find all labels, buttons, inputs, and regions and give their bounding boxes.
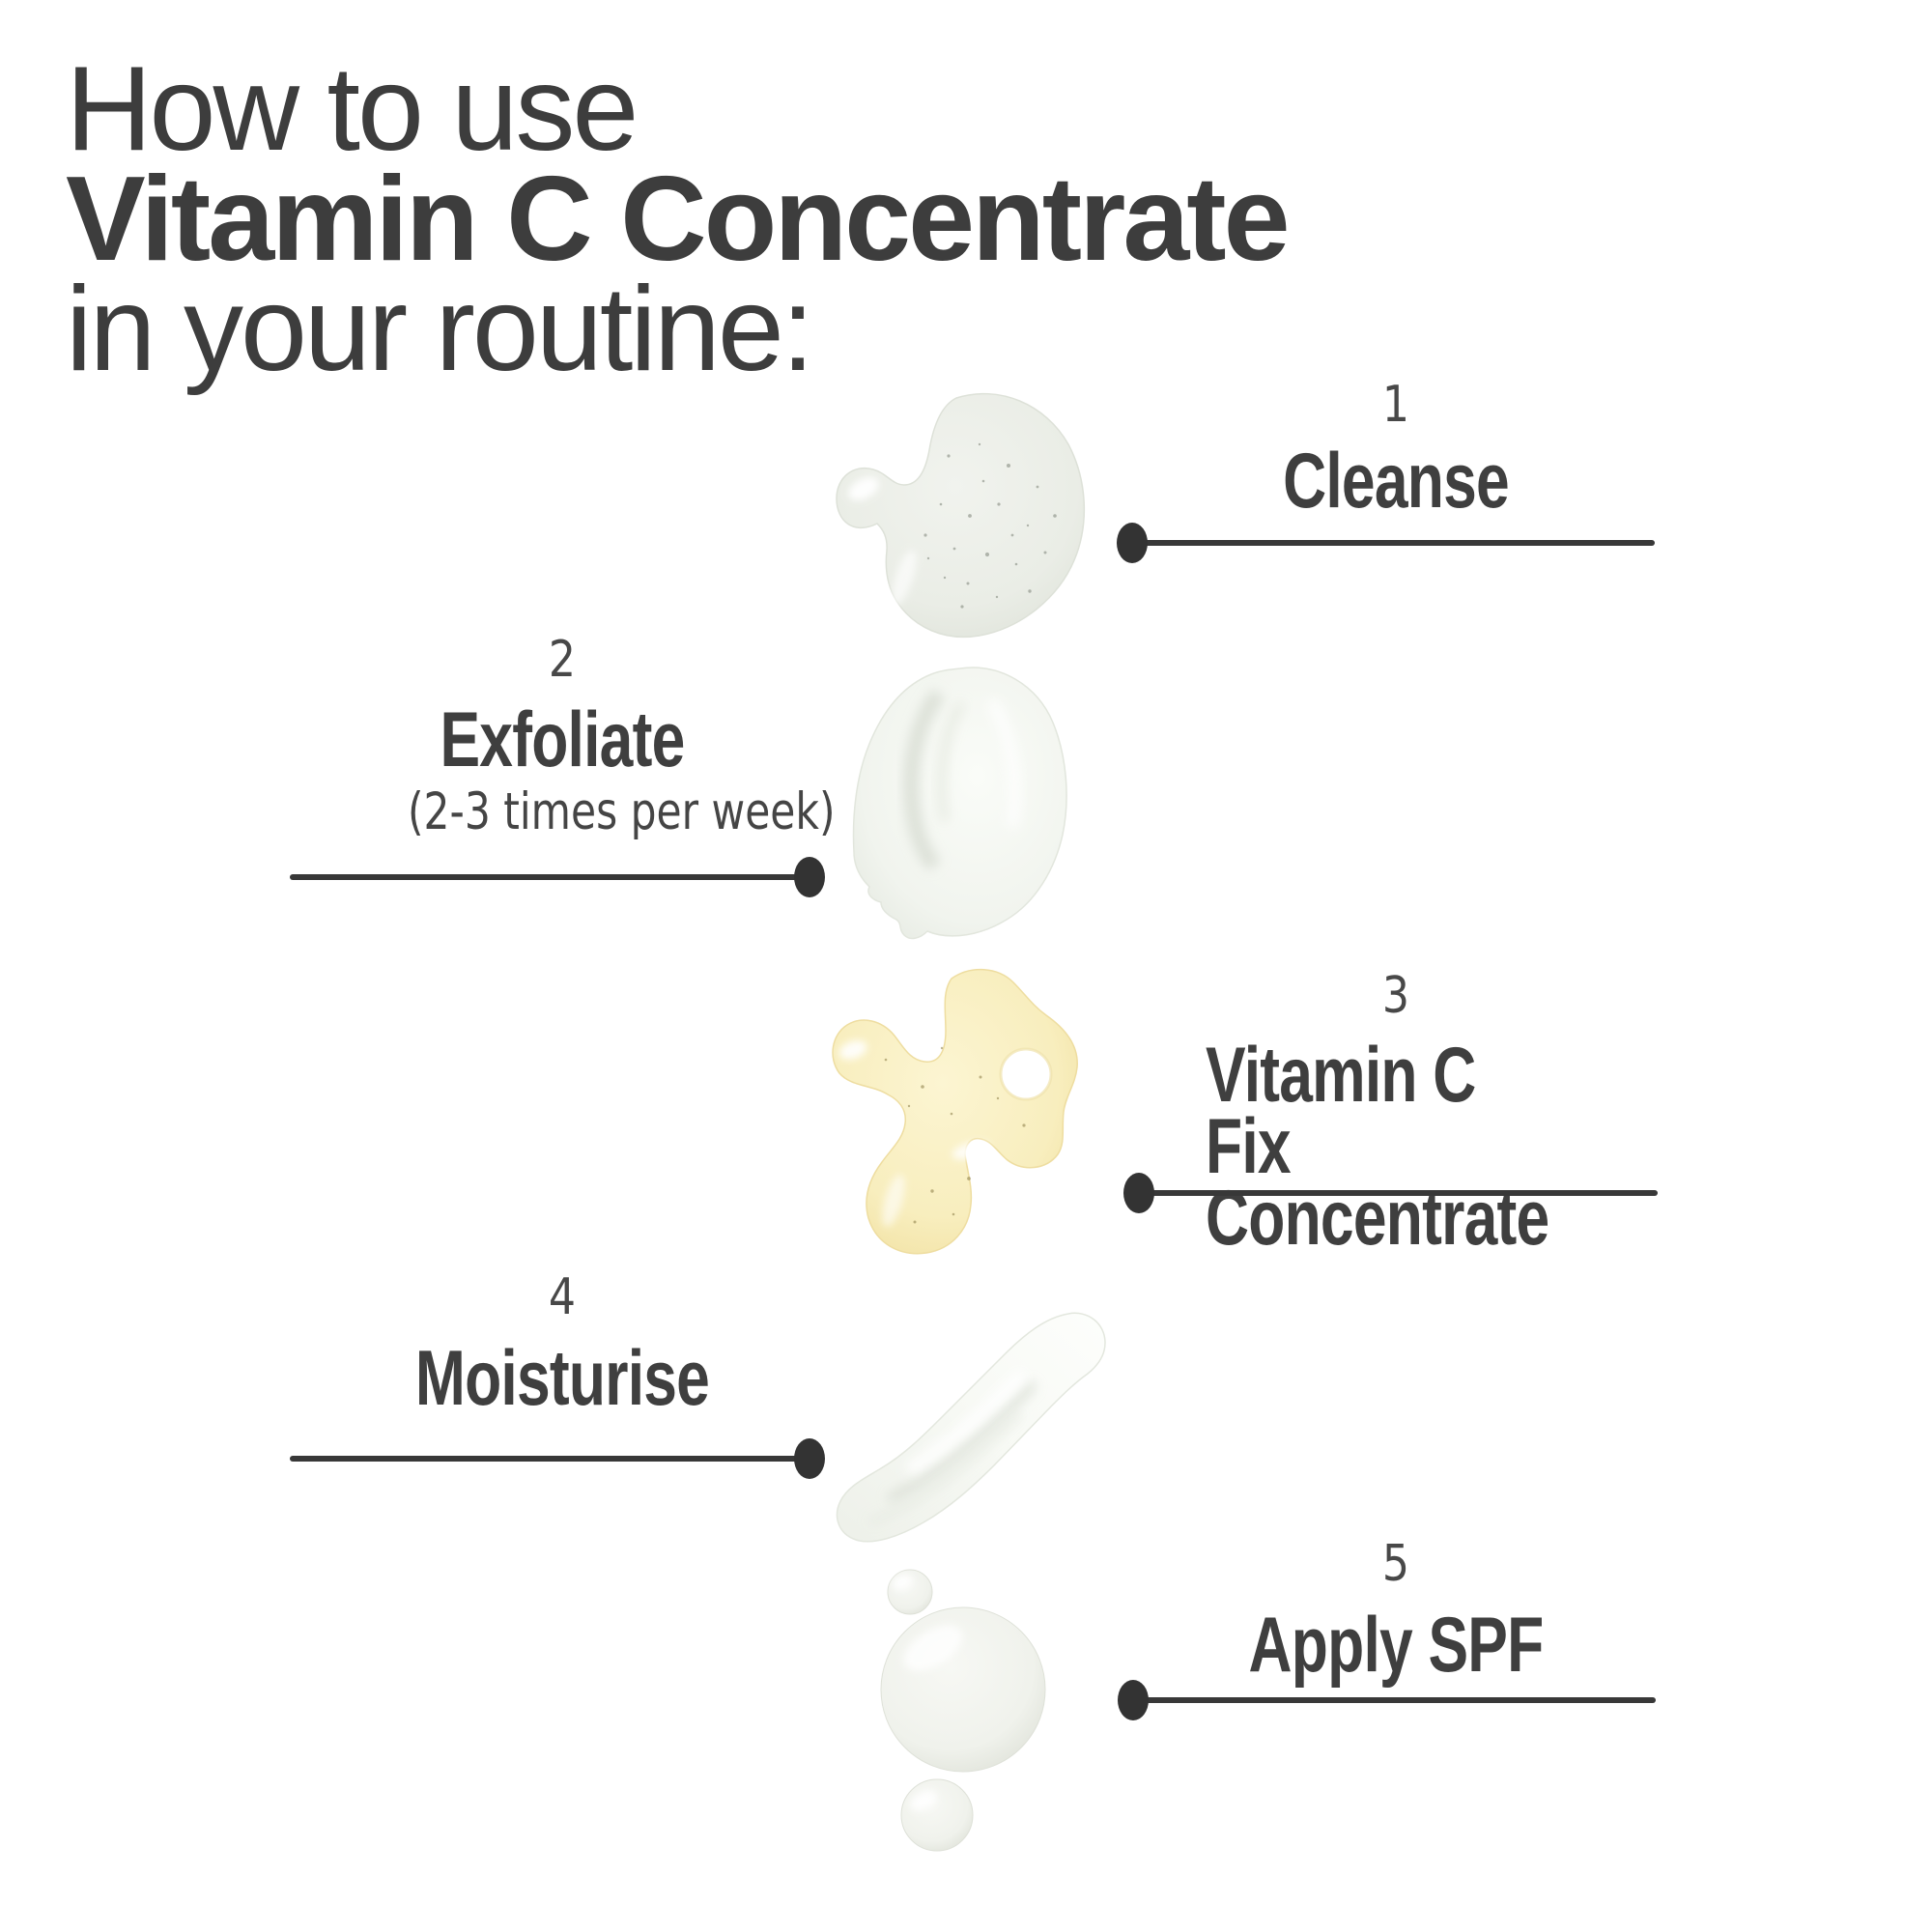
- title-line-1: How to use: [66, 43, 639, 176]
- title-line-3: in your routine:: [66, 263, 814, 396]
- step-5-connector-line: [1133, 1697, 1656, 1703]
- step-2-connector-dot: [794, 857, 825, 897]
- step-3-label: Vitamin C Fix Concentrate: [1206, 1032, 1549, 1258]
- title-line-2-product-name: Vitamin C Concentrate: [66, 153, 1291, 286]
- swatch-moisturiser-cream: [836, 1312, 1106, 1543]
- step-3-number: 3: [1381, 967, 1410, 1025]
- step-3-connector-dot: [1123, 1173, 1154, 1213]
- step-4-label: Moisturise: [414, 1335, 710, 1422]
- step-2-number: 2: [548, 631, 577, 689]
- swatch-cleanser-gel: [836, 392, 1086, 639]
- step-5-connector-dot: [1118, 1680, 1149, 1720]
- step-4-number: 4: [548, 1268, 577, 1326]
- step-2-sublabel: (2-3 times per week): [408, 782, 836, 841]
- page-title: How to use Vitamin C Concentrate in your…: [66, 43, 1291, 396]
- step-1-number: 1: [1381, 376, 1410, 434]
- step-1-connector-line: [1132, 540, 1655, 546]
- step-1-connector-dot: [1117, 523, 1148, 563]
- swatch-exfoliator-cream: [852, 667, 1067, 940]
- step-2-connector-line: [290, 874, 810, 880]
- step-4-connector-dot: [794, 1438, 825, 1479]
- step-3-connector-line: [1139, 1190, 1658, 1196]
- step-3-label-line-1: Vitamin C Fix: [1206, 1032, 1476, 1190]
- swatch-spf-drops: [880, 1569, 1046, 1852]
- step-5-label: Apply SPF: [1248, 1602, 1545, 1689]
- step-4-connector-line: [290, 1456, 810, 1462]
- step-2-label: Exfoliate: [440, 696, 685, 783]
- step-5-number: 5: [1381, 1535, 1410, 1593]
- swatch-vitamin-c-serum: [832, 968, 1078, 1255]
- step-1-label: Cleanse: [1283, 438, 1510, 525]
